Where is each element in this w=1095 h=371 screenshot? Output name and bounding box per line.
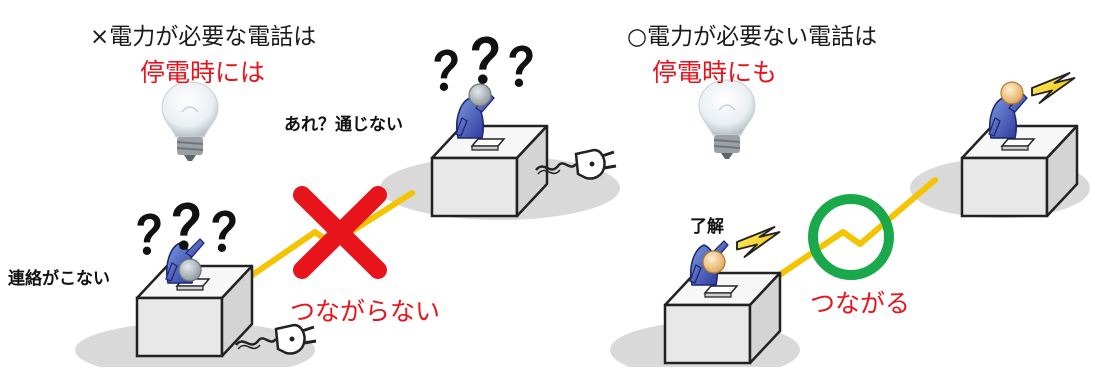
light-bulb-off-icon (161, 81, 219, 162)
right-result-text: つながる (810, 289, 911, 318)
caption-top-person: あれ？通じない (284, 115, 403, 135)
lightning-bolt-icon (1031, 72, 1076, 104)
left-result-text: つながらない (290, 297, 441, 326)
desk-box (663, 271, 782, 365)
desk-box (960, 124, 1079, 218)
red-cross-icon (293, 186, 387, 279)
question-marks-icon (137, 202, 236, 255)
right-subheading: 停電時にも (652, 58, 778, 87)
desk-box (430, 124, 549, 218)
caption-bottom-person: 連絡がこない (8, 269, 110, 289)
green-circle-icon (808, 194, 894, 280)
caption-right-person: 了解 (690, 217, 724, 237)
lightning-bolt-icon (736, 226, 781, 258)
right-heading: ○電力が必要ない電話は (627, 24, 878, 50)
left-subheading: 停電時には (140, 58, 266, 87)
light-bulb-off-icon (698, 79, 756, 160)
question-marks-icon (434, 36, 533, 91)
left-heading: ×電力が必要な電話は (90, 24, 317, 50)
